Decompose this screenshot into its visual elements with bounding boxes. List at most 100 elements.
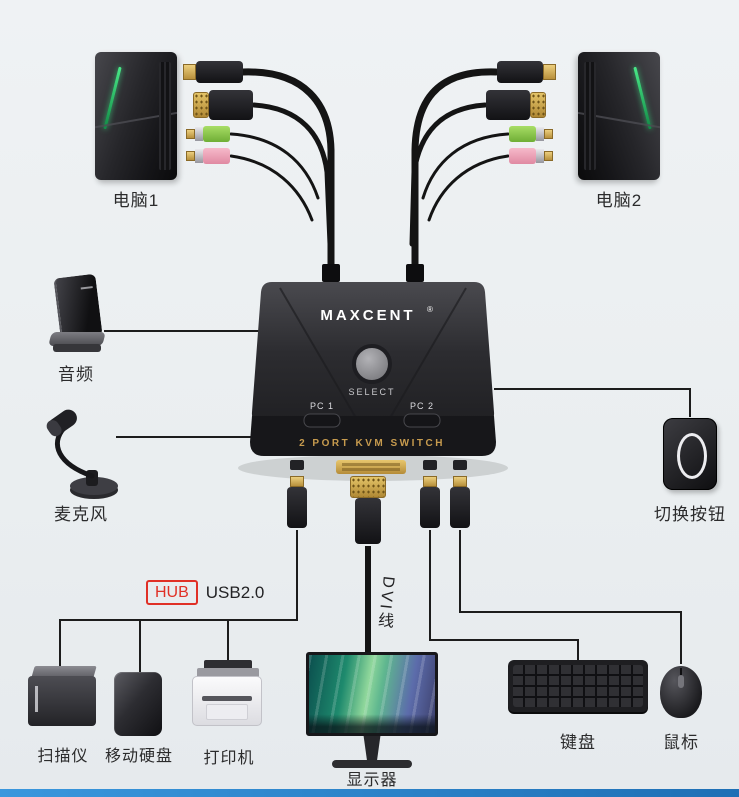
pc2-audio-plug-green-icon bbox=[509, 126, 553, 142]
speaker-logo bbox=[80, 286, 93, 290]
kvm-model-label: 2 PORT KVM SWITCH bbox=[299, 438, 445, 449]
monitor-screen bbox=[306, 652, 438, 736]
kvm-top-seam-left bbox=[279, 287, 357, 419]
computer1-tower-icon bbox=[95, 52, 177, 180]
hard-drive-label: 移动硬盘 bbox=[104, 748, 173, 765]
tower-led-stripe bbox=[633, 66, 652, 130]
plug-body bbox=[509, 126, 536, 142]
cable-pc1-audio-pink bbox=[229, 154, 314, 222]
speaker-body bbox=[53, 273, 103, 341]
mic-gooseneck bbox=[54, 425, 95, 479]
scanner-logo bbox=[35, 686, 38, 712]
printer-label: 打印机 bbox=[203, 750, 255, 767]
plug-sleeve bbox=[536, 149, 544, 163]
scanner-label: 扫描仪 bbox=[37, 748, 89, 765]
line-usb-to-keyboard bbox=[429, 530, 579, 660]
kvm-pc1-label: PC 1 bbox=[310, 401, 334, 411]
switch-button-icon bbox=[663, 418, 717, 490]
cable-pc2-usb bbox=[411, 68, 500, 280]
monitor-stand bbox=[363, 736, 381, 762]
kvm-dvi-pin-row bbox=[342, 463, 400, 466]
plug-face bbox=[350, 476, 386, 498]
kvm-select-button bbox=[352, 344, 392, 384]
plug-body bbox=[450, 487, 470, 528]
pc2-usb-plug-icon bbox=[497, 61, 556, 83]
kvm-usb-out-plug-icon bbox=[450, 476, 470, 528]
plug-body bbox=[486, 90, 530, 120]
microphone-label: 麦克风 bbox=[54, 505, 108, 524]
plug-body bbox=[509, 148, 536, 164]
plug-body bbox=[196, 61, 243, 83]
printer-tray bbox=[206, 704, 248, 720]
kvm-select-label: SELECT bbox=[348, 387, 395, 397]
plug-body bbox=[355, 498, 381, 544]
printer-top bbox=[197, 668, 259, 678]
line-usb-to-hub-devices bbox=[59, 530, 298, 672]
kvm-top-seam-right bbox=[389, 287, 467, 419]
kvm-usb-port bbox=[290, 460, 304, 470]
scanner-body bbox=[28, 676, 96, 726]
hard-drive-icon bbox=[114, 672, 162, 736]
printer-lid bbox=[204, 660, 252, 670]
keyboard-keys bbox=[513, 665, 643, 707]
plug-tip bbox=[423, 476, 437, 487]
plug-tip bbox=[543, 64, 556, 80]
kvm-brand-reg-mark: ® bbox=[427, 305, 433, 314]
cable-pc1-usb bbox=[239, 68, 335, 280]
tower-led-stripe bbox=[103, 66, 122, 130]
plug-face bbox=[193, 92, 209, 118]
plug-body bbox=[203, 126, 230, 142]
scanner-icon bbox=[28, 666, 98, 730]
plug-tip bbox=[544, 151, 553, 161]
kvm-usb-out-plug-icon bbox=[287, 476, 307, 528]
printer-icon bbox=[192, 660, 264, 734]
switch-button-oval bbox=[677, 433, 707, 479]
pc1-audio-plug-green-icon bbox=[186, 126, 230, 142]
cable-pc1-vga bbox=[251, 102, 333, 247]
line-kvm-to-switch-button bbox=[494, 388, 691, 417]
computer1-label: 电脑1 bbox=[112, 191, 160, 210]
kvm-usb-out-plug-icon bbox=[420, 476, 440, 528]
printer-paper-slot bbox=[202, 696, 252, 701]
kvm-switch-icon: MAXCENT ® SELECT PC 1 PC 2 2 PORT KVM SW… bbox=[250, 282, 496, 474]
kvm-front-face bbox=[250, 416, 496, 456]
kvm-pc2-label: PC 2 bbox=[410, 401, 434, 411]
mouse-wheel bbox=[678, 675, 684, 688]
mic-head-grille bbox=[46, 420, 62, 437]
mouse-seam bbox=[680, 668, 682, 677]
mouse-label: 鼠标 bbox=[663, 733, 699, 752]
pc2-audio-plug-pink-icon bbox=[509, 148, 553, 164]
plug-tip bbox=[453, 476, 467, 487]
computer2-label: 电脑2 bbox=[595, 191, 643, 210]
plug-sleeve bbox=[536, 127, 544, 141]
audio-speaker-icon bbox=[48, 273, 106, 358]
plug-body bbox=[420, 487, 440, 528]
plug-body bbox=[209, 90, 253, 120]
kvm-back-port-1 bbox=[322, 264, 340, 282]
plug-tip bbox=[544, 129, 553, 139]
plug-tip bbox=[290, 476, 304, 487]
pc1-audio-plug-pink-icon bbox=[186, 148, 230, 164]
cable-pc1-audio-green bbox=[229, 132, 320, 200]
plug-sleeve bbox=[195, 149, 203, 163]
kvm-pc2-indicator bbox=[403, 413, 441, 428]
footer-strip bbox=[0, 789, 739, 797]
speaker-foot bbox=[53, 344, 101, 352]
dvi-plug-icon bbox=[350, 476, 386, 544]
plug-tip bbox=[183, 64, 196, 80]
cable-pc2-vga bbox=[409, 102, 488, 247]
switch-button-label: 切换按钮 bbox=[654, 505, 726, 524]
plug-body bbox=[203, 148, 230, 164]
microphone-icon bbox=[46, 409, 118, 499]
mouse-icon bbox=[660, 666, 702, 718]
plug-body bbox=[497, 61, 543, 83]
kvm-dvi-port bbox=[336, 460, 406, 474]
line-usb-to-mouse bbox=[459, 530, 682, 664]
pc1-vga-plug-icon bbox=[193, 90, 253, 120]
tower-vents bbox=[159, 62, 171, 170]
monitor-label: 显示器 bbox=[346, 772, 398, 789]
keyboard-icon bbox=[508, 660, 648, 712]
plug-tip bbox=[186, 151, 195, 161]
